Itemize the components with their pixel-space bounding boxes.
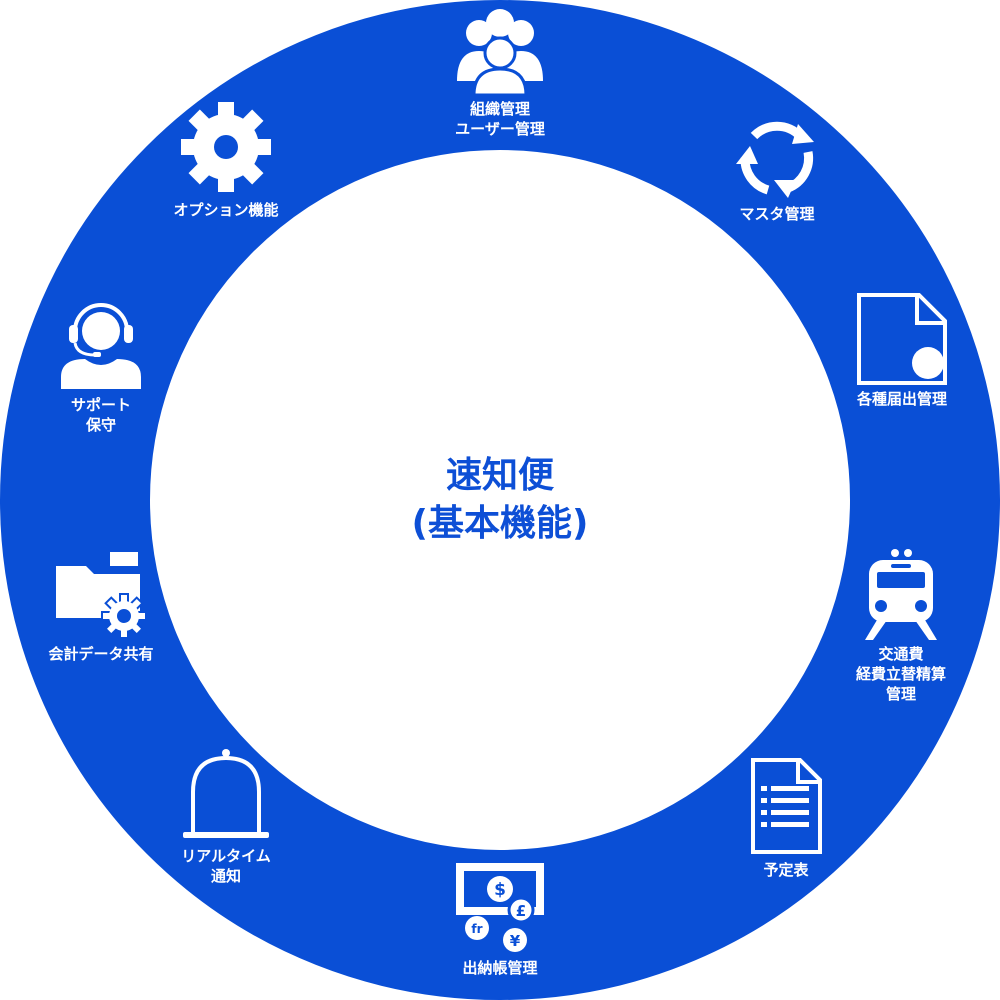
feature-label-line: リアルタイム: [181, 847, 271, 865]
feature-label-line: 各種届出管理: [856, 390, 947, 408]
feature-label-line: 会計データ共有: [48, 645, 154, 663]
feature-accounting-data-sharing: 会計データ共有: [1, 548, 201, 664]
svg-text:fr: fr: [471, 922, 482, 936]
feature-label-line: 経費立替精算: [855, 665, 946, 683]
feature-cashbook-management: $ £ fr ¥ 出納帳管理: [400, 860, 600, 978]
feature-label-line: 保守: [85, 416, 116, 434]
svg-text:$: $: [494, 880, 506, 900]
feature-label-line: 通知: [210, 867, 241, 885]
feature-option-functions: オプション機能: [126, 100, 326, 220]
svg-text:£: £: [516, 902, 526, 920]
folder-gear-icon: [56, 552, 147, 639]
feature-transport-expense-management: 交通費 経費立替精算 管理: [801, 548, 1000, 704]
list-document-icon: [751, 758, 822, 854]
users-icon: [457, 9, 543, 97]
center-title: 速知便 (基本機能): [300, 452, 700, 548]
feature-label-line: 交通費: [878, 645, 924, 663]
refresh-icon: [736, 121, 814, 198]
feature-label-line: 管理: [885, 685, 916, 703]
bell-icon: [183, 749, 269, 838]
headset-icon: [61, 303, 141, 389]
center-title-line1: 速知便: [445, 455, 554, 496]
center-title-line2: (基本機能): [411, 503, 589, 544]
feature-label-line: オプション機能: [173, 201, 279, 219]
document-icon: [857, 293, 947, 385]
feature-label-line: 予定表: [763, 861, 809, 879]
feature-label-line: ユーザー管理: [455, 120, 545, 138]
feature-label-line: サポート: [70, 396, 131, 414]
feature-support-maintenance: サポート 保守: [1, 297, 201, 435]
currency-icon: $ £ fr ¥: [456, 863, 544, 952]
feature-master-management: マスタ管理: [677, 118, 877, 224]
feature-notification-management: 各種届出管理: [802, 293, 1000, 409]
feature-label-line: 組織管理: [469, 100, 530, 118]
feature-label-line: 出納帳管理: [462, 959, 538, 977]
feature-schedule: 予定表: [686, 758, 886, 880]
gear-icon: [181, 102, 271, 192]
feature-label-line: マスタ管理: [739, 205, 815, 223]
feature-organization-user-management: 組織管理 ユーザー管理: [400, 5, 600, 139]
feature-realtime-notification: リアルタイム 通知: [126, 748, 326, 886]
svg-text:¥: ¥: [510, 932, 521, 950]
train-icon: [865, 549, 937, 640]
